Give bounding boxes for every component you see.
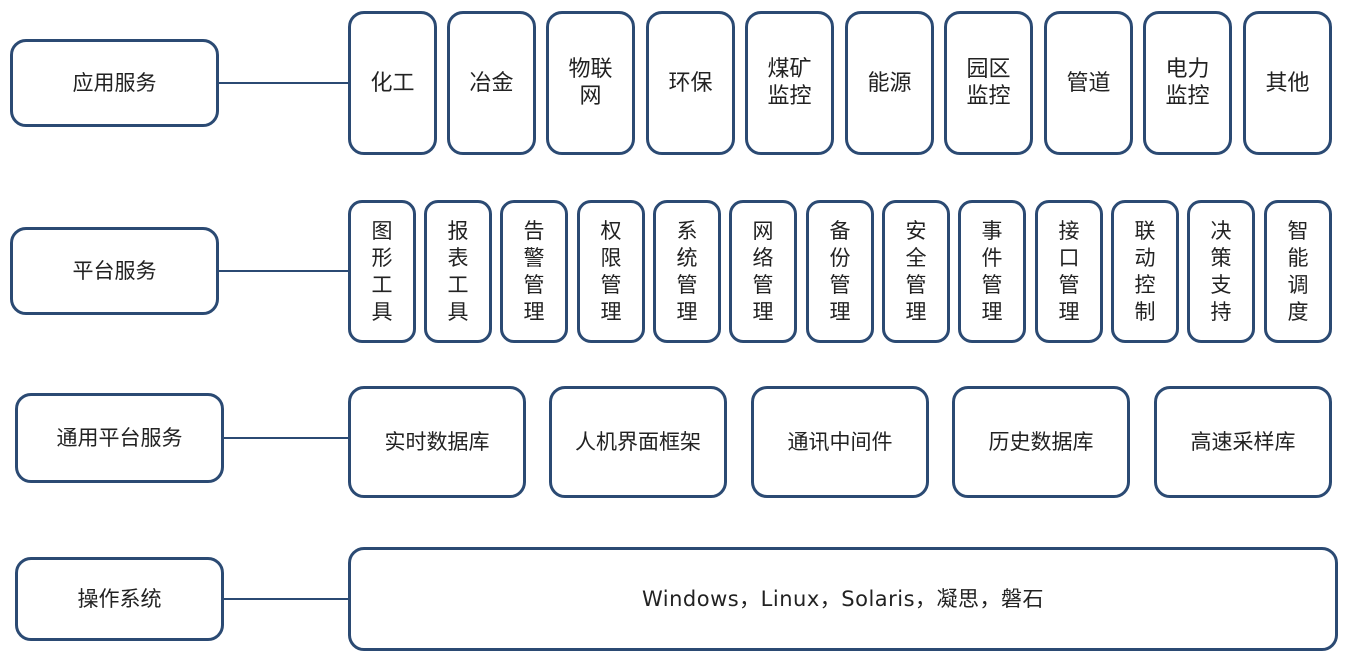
platform-item: 报表工具 (424, 200, 492, 343)
layer-label-text: 通用平台服务 (56, 426, 183, 450)
app-item: 园区 监控 (944, 11, 1033, 155)
platform-item: 事件管理 (958, 200, 1026, 343)
app-item: 能源 (845, 11, 934, 155)
layer-label-text: 应用服务 (72, 71, 157, 95)
layer-label-os: 操作系统 (15, 557, 224, 641)
common-item: 人机界面框架 (549, 386, 727, 498)
common-item: 通讯中间件 (751, 386, 929, 498)
connector-line (224, 437, 349, 439)
app-item: 管道 (1044, 11, 1133, 155)
app-item: 电力 监控 (1143, 11, 1232, 155)
platform-item: 智能调度 (1264, 200, 1332, 343)
os-text: Windows，Linux，Solaris，凝思，磐石 (641, 587, 1045, 611)
app-item: 物联 网 (546, 11, 635, 155)
connector-line (224, 598, 349, 600)
common-item: 实时数据库 (348, 386, 526, 498)
platform-item: 接口管理 (1035, 200, 1103, 343)
app-item: 环保 (646, 11, 735, 155)
platform-item: 决策支持 (1187, 200, 1255, 343)
layer-label-text: 平台服务 (72, 259, 157, 283)
connector-line (219, 270, 349, 272)
os-box: Windows，Linux，Solaris，凝思，磐石 (348, 547, 1338, 651)
platform-item: 联动控制 (1111, 200, 1179, 343)
platform-item: 网络管理 (729, 200, 797, 343)
app-item: 冶金 (447, 11, 536, 155)
common-item: 历史数据库 (952, 386, 1130, 498)
platform-item: 权限管理 (577, 200, 645, 343)
layer-label-text: 操作系统 (77, 587, 162, 611)
layer-label-app: 应用服务 (10, 39, 219, 127)
layer-label-platform: 平台服务 (10, 227, 219, 315)
platform-item: 系统管理 (653, 200, 721, 343)
connector-line (219, 82, 349, 84)
app-item: 煤矿 监控 (745, 11, 834, 155)
app-item: 化工 (348, 11, 437, 155)
layer-label-common: 通用平台服务 (15, 393, 224, 483)
platform-item: 告警管理 (500, 200, 568, 343)
common-item: 高速采样库 (1154, 386, 1332, 498)
app-item: 其他 (1243, 11, 1332, 155)
platform-item: 图形工具 (348, 200, 416, 343)
platform-item: 安全管理 (882, 200, 950, 343)
platform-item: 备份管理 (806, 200, 874, 343)
